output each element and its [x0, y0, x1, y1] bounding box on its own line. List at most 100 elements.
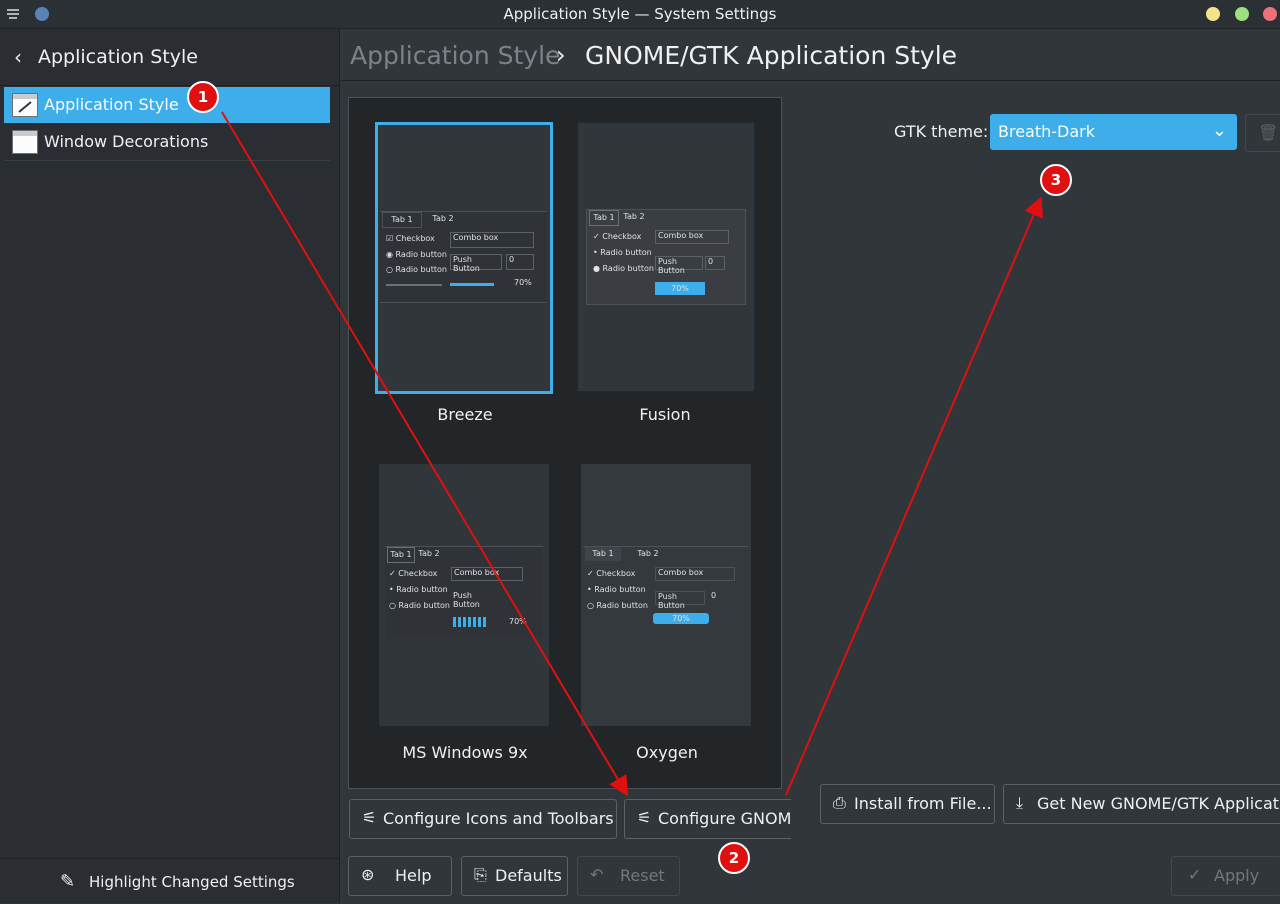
install-from-file-button[interactable]: ⎙ Install from File... [820, 784, 995, 824]
highlight-changed-settings-button[interactable]: ✎ Highlight Changed Settings [0, 858, 339, 904]
page-title: GNOME/GTK Application Style [585, 41, 958, 70]
preview-push-button: Push Button [453, 591, 480, 609]
maximize-button[interactable] [1235, 7, 1249, 21]
button-label: Configure GNOM [658, 809, 791, 828]
style-card-fusion[interactable]: Tab 1 Tab 2 ✓ Checkbox • Radio button ● … [577, 122, 755, 392]
preview-tab: Tab 1 [585, 547, 621, 561]
preview-tab: Tab 1 [589, 210, 619, 226]
sliders-icon: ⚟ [362, 808, 377, 827]
button-label: Configure Icons and Toolbars [383, 809, 614, 828]
annotation-marker-3: 3 [1040, 164, 1072, 196]
style-grid: Tab 1 Tab 2 ☑ Checkbox ◉ Radio button ○ … [348, 97, 782, 789]
configure-icons-toolbars-button[interactable]: ⚟ Configure Icons and Toolbars [349, 799, 617, 839]
back-icon[interactable]: ‹ [14, 45, 22, 69]
preview-radio: ○ Radio button [386, 265, 447, 274]
breadcrumb-parent[interactable]: Application Style [350, 41, 561, 70]
sidebar-item-label: Window Decorations [44, 132, 209, 151]
preview-checkbox: ✓ Checkbox [389, 569, 438, 578]
preview-tab: Tab 2 [432, 214, 454, 223]
preview-tab: Tab 1 [382, 212, 422, 228]
preview-radio: ○ Radio button [587, 601, 648, 610]
document-revert-icon: ⎘ [474, 865, 487, 884]
delete-theme-button[interactable]: 🗑 [1245, 114, 1280, 152]
help-icon: ⊛ [361, 865, 375, 884]
preview-tab: Tab 2 [418, 549, 440, 558]
sidebar-item-application-style[interactable]: Application Style [4, 87, 330, 123]
defaults-button[interactable]: ⎘ Defaults [461, 856, 568, 896]
apply-button[interactable]: ✓ Apply [1171, 856, 1280, 896]
preview-radio: • Radio button [593, 248, 652, 257]
preview-progress: 70% [653, 613, 709, 624]
preview-tab: Tab 2 [637, 549, 659, 558]
button-label: Help [395, 866, 432, 885]
style-name: Fusion [639, 405, 691, 424]
title-bar: Application Style — System Settings [0, 0, 1280, 29]
sidebar: ‹ Application Style Application Style Wi… [0, 29, 340, 903]
button-label: Reset [620, 866, 665, 885]
preview-combo: Combo box [655, 567, 735, 581]
annotation-marker-1: 1 [187, 81, 219, 113]
gtk-theme-combo[interactable]: Breath-Dark ⌄ [990, 114, 1237, 150]
button-label: Apply [1214, 866, 1260, 885]
window-title: Application Style — System Settings [503, 5, 777, 23]
check-icon: ✓ [1188, 865, 1202, 884]
header-divider [340, 80, 1280, 81]
preview-tab: Tab 1 [387, 547, 415, 563]
sidebar-item-window-decorations[interactable]: Window Decorations [4, 124, 330, 161]
preview-progress: 70% [655, 282, 705, 295]
preview-combo: Combo box [450, 232, 534, 248]
preview-combo: Combo box [451, 567, 523, 581]
chevron-down-icon: ⌄ [1211, 120, 1227, 141]
highlighter-icon: ✎ [60, 871, 76, 892]
style-name: Breeze [437, 405, 493, 424]
gtk-theme-label: GTK theme: [894, 122, 989, 141]
application-style-icon [12, 93, 38, 117]
preview-checkbox: ✓ Checkbox [593, 232, 642, 241]
button-label: Defaults [495, 866, 562, 885]
sliders-icon: ⚟ [637, 808, 652, 827]
sidebar-item-label: Application Style [44, 95, 179, 114]
configure-gnome-button[interactable]: ⚟ Configure GNOM [624, 799, 791, 839]
preview-tab: Tab 2 [623, 212, 645, 221]
preview-radio: • Radio button [587, 585, 646, 594]
preview-radio: ● Radio button [593, 264, 654, 273]
preview-spin: 0 [711, 591, 717, 600]
preview-push-button: Push Button [655, 256, 703, 275]
style-card-oxygen[interactable]: Tab 1 Tab 2 ✓ Checkbox • Radio button ○ … [581, 464, 751, 726]
style-preview: Tab 1 Tab 2 ✓ Checkbox • Radio button ○ … [583, 546, 749, 639]
sidebar-header: ‹ Application Style [0, 29, 339, 86]
preview-progress-label: 70% [514, 278, 532, 287]
preview-radio: ◉ Radio button [386, 250, 447, 259]
button-label: Get New GNOME/GTK Applicatio [1037, 794, 1280, 813]
get-new-gtk-themes-button[interactable]: ⤓ Get New GNOME/GTK Applicatio [1003, 784, 1280, 824]
window-decorations-icon [12, 130, 38, 154]
preview-checkbox: ☑ Checkbox [386, 234, 435, 243]
help-button[interactable]: ⊛ Help [348, 856, 452, 896]
highlight-label: Highlight Changed Settings [89, 873, 295, 891]
minimize-button[interactable] [1206, 7, 1220, 21]
preview-slider [386, 284, 442, 286]
preview-progress [453, 617, 487, 627]
preview-spin: 0 [506, 254, 534, 270]
preview-combo: Combo box [655, 230, 729, 244]
trash-icon: 🗑 [1258, 123, 1279, 142]
style-card-ms-windows-9x[interactable]: Tab 1 Tab 2 ✓ Checkbox • Radio button ○ … [379, 464, 549, 726]
document-import-icon: ⎙ [833, 793, 846, 812]
annotation-marker-2: 2 [718, 842, 750, 874]
breadcrumb-separator: › [556, 41, 566, 69]
preview-spin: 0 [705, 256, 725, 270]
gtk-theme-value: Breath-Dark [998, 122, 1096, 141]
sidebar-title: Application Style [38, 46, 198, 68]
style-name: Oxygen [636, 743, 698, 762]
preview-push-button: Push Button [450, 254, 502, 273]
menu-icon[interactable] [6, 6, 20, 20]
pin-icon[interactable] [35, 7, 49, 21]
preview-checkbox: ✓ Checkbox [587, 569, 636, 578]
undo-icon: ↶ [590, 865, 604, 884]
style-card-breeze[interactable]: Tab 1 Tab 2 ☑ Checkbox ◉ Radio button ○ … [375, 122, 553, 394]
reset-button[interactable]: ↶ Reset [577, 856, 680, 896]
close-button[interactable] [1263, 7, 1277, 21]
style-name: MS Windows 9x [402, 743, 528, 762]
style-preview: Tab 1 Tab 2 ✓ Checkbox • Radio button ○ … [385, 546, 543, 639]
